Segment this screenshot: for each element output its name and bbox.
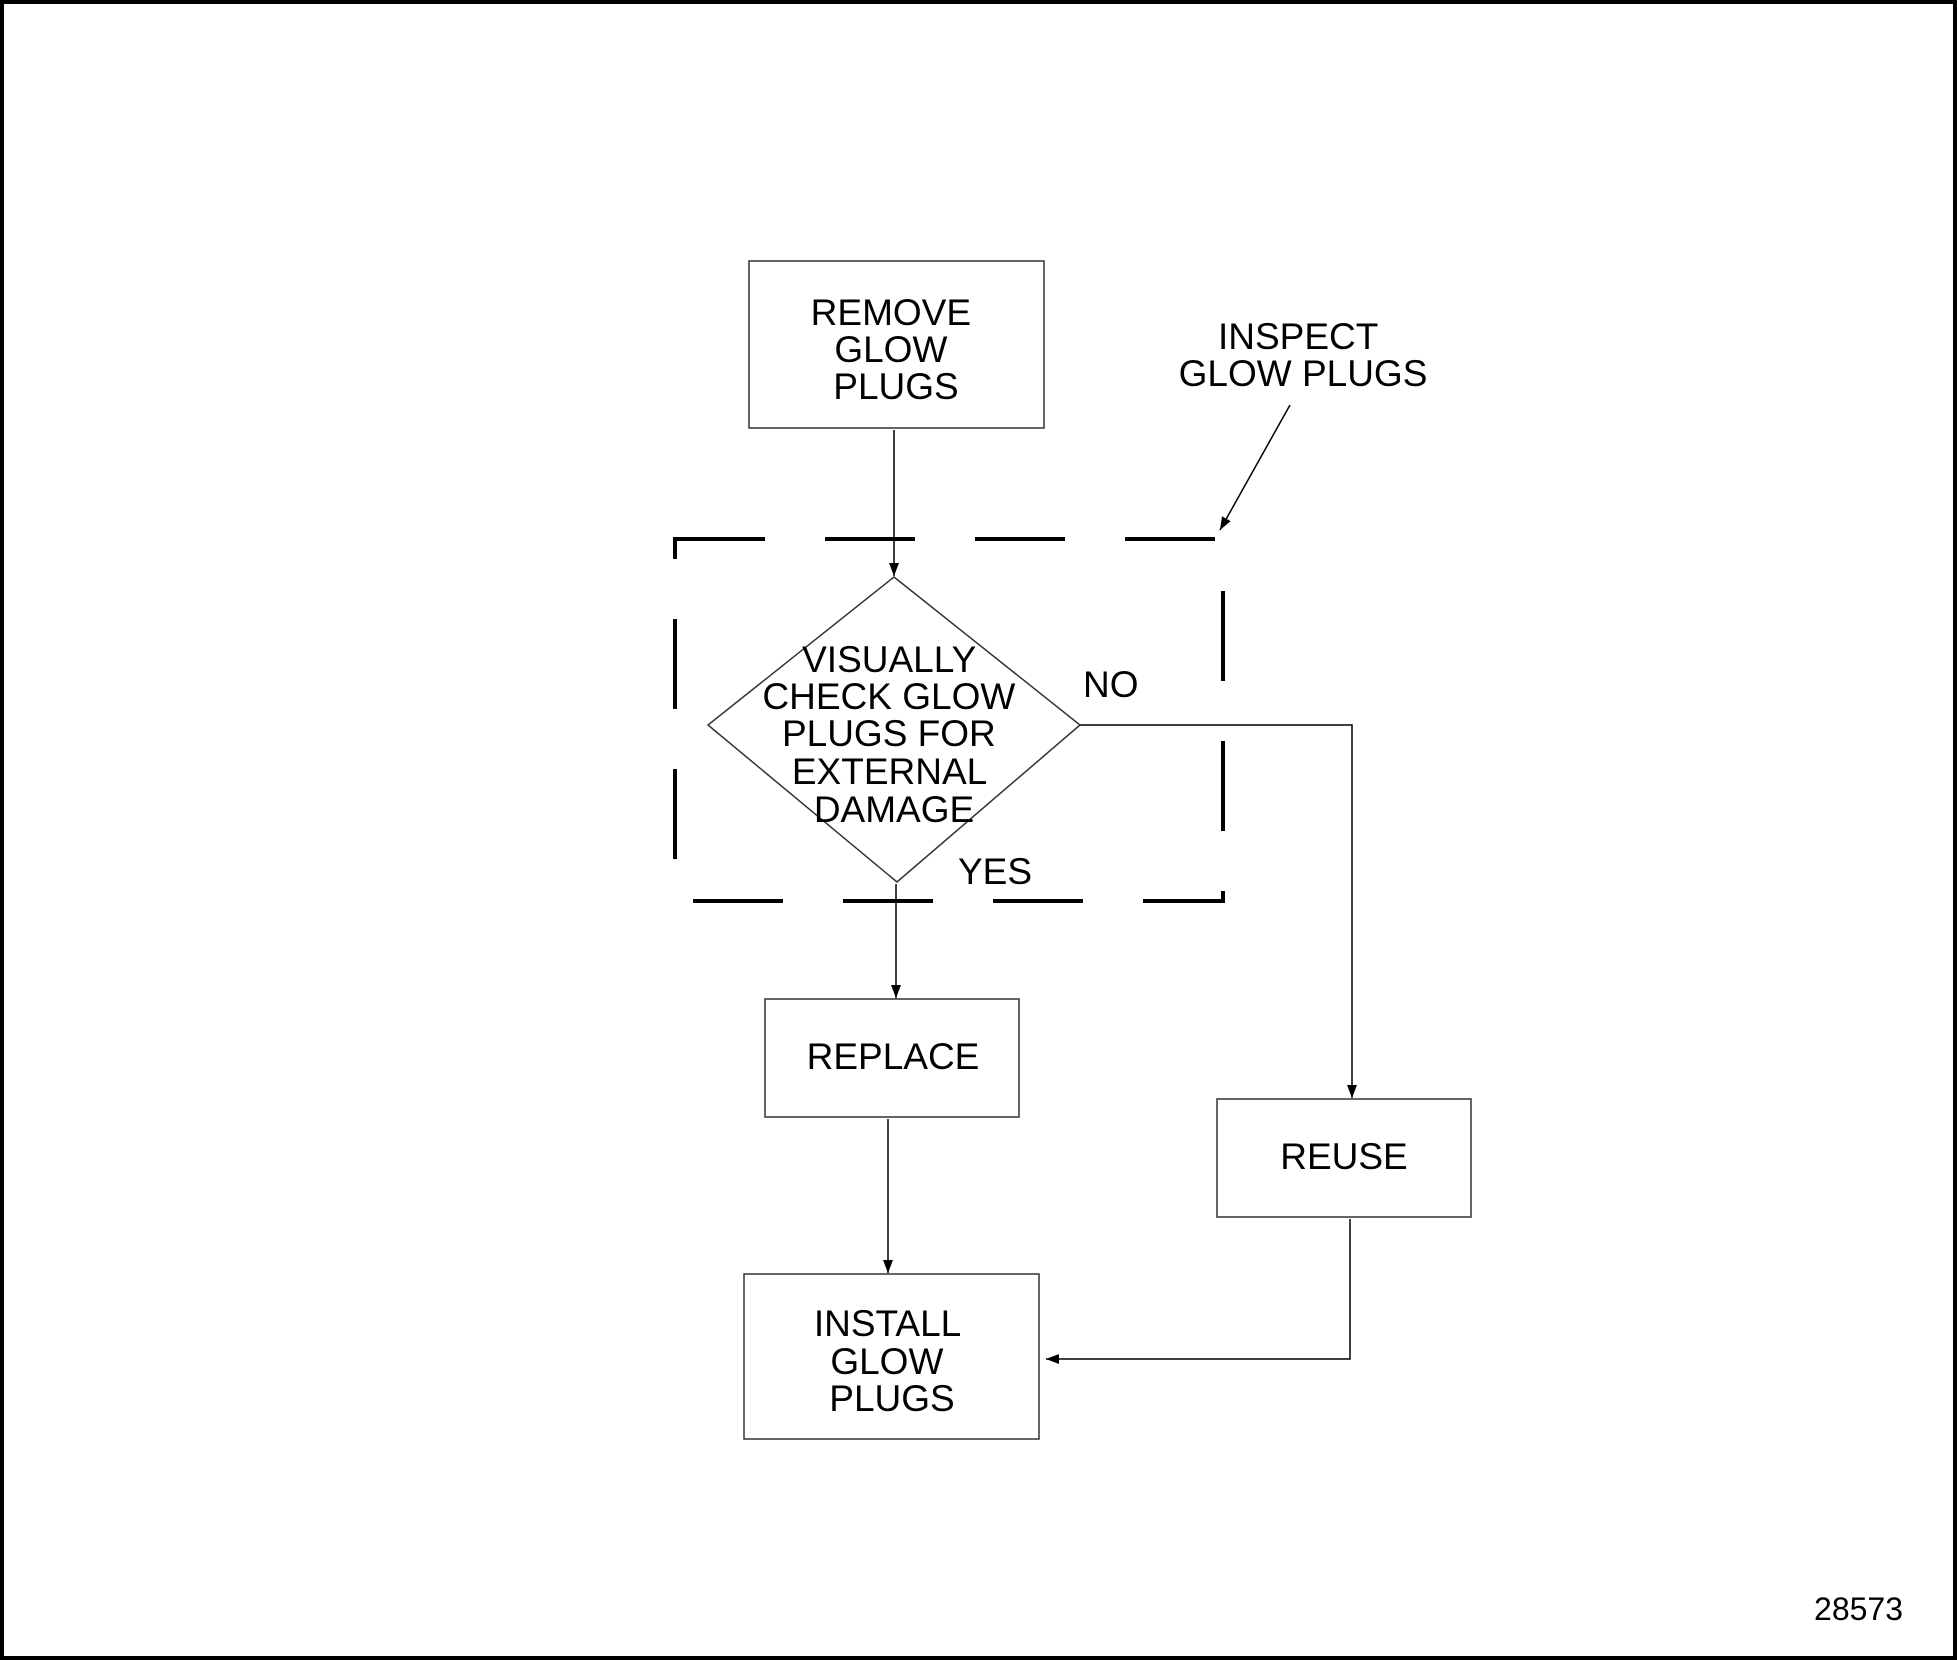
check-label-line-5: DAMAGE [814,789,974,830]
install-glow-plugs-label: INSTALL GLOW PLUGS [814,1303,970,1419]
install-label-line-2: GLOW [830,1341,943,1382]
inspect-glow-plugs-callout: INSPECT GLOW PLUGS [1179,316,1428,394]
callout-leader-arrow [1219,404,1291,531]
check-label-line-1: VISUALLY [802,639,975,680]
remove-glow-plugs-box [748,260,1045,429]
check-label-line-3: PLUGS FOR [782,713,996,754]
visual-check-label: VISUALLY CHECK GLOW PLUGS FOR EXTERNAL D… [762,639,1025,830]
callout-line-2: GLOW PLUGS [1179,353,1428,394]
arrow-reuse-to-install [1046,1219,1351,1364]
arrow-check-to-reuse [1080,724,1357,1098]
reuse-label: REUSE [1280,1136,1407,1177]
remove-label-line-2: GLOW [834,329,947,370]
yes-edge-label: YES [958,851,1032,892]
install-label-line-3: PLUGS [829,1378,954,1419]
reuse-box [1216,1098,1472,1218]
install-label-line-1: INSTALL [814,1303,961,1344]
check-label-line-2: CHECK GLOW [762,676,1015,717]
install-glow-plugs-box [743,1273,1040,1440]
no-edge-label: NO [1083,664,1139,705]
replace-label: REPLACE [807,1036,980,1077]
remove-glow-plugs-label: REMOVE GLOW PLUGS [811,292,982,407]
reuse-label-line-1: REUSE [1280,1136,1407,1177]
remove-label-line-3: PLUGS [833,366,958,407]
callout-line-1: INSPECT [1218,316,1378,357]
remove-label-line-1: REMOVE [811,292,971,333]
check-label-line-4: EXTERNAL [792,751,987,792]
replace-box [764,998,1020,1118]
visual-check-decision-diamond [706,576,1082,883]
replace-label-line-1: REPLACE [807,1036,980,1077]
figure-number: 28573 [1814,1591,1903,1627]
